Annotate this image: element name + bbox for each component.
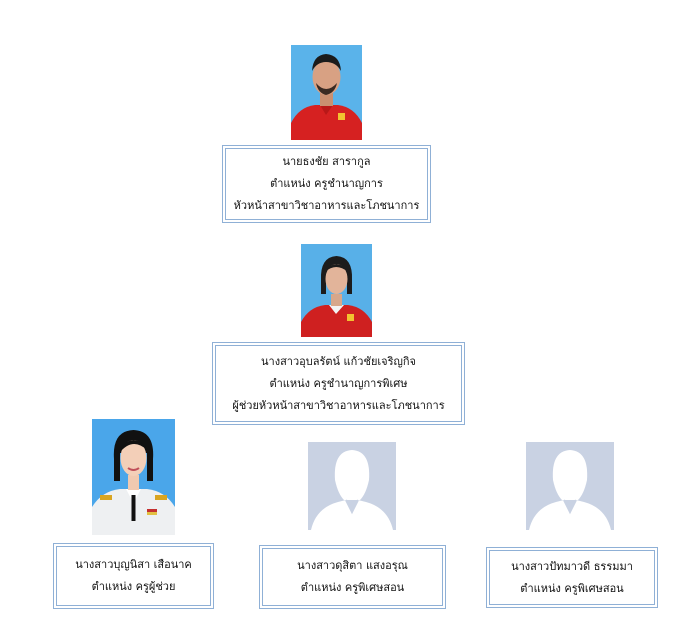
person-name: นางสาวดุสิตา แสงอรุณ — [297, 559, 408, 572]
person-position: ตำแหน่ง ครูชำนาญการพิเศษ — [269, 376, 408, 390]
portrait-photo-1 — [291, 45, 362, 140]
person-card-5: นางสาวปัทมาวดี ธรรมมา ตำแหน่ง ครูพิเศษสอ… — [486, 547, 658, 608]
person-name: นางสาวบุญนิสา เสือนาค — [75, 558, 192, 571]
placeholder-photo-4 — [308, 442, 396, 530]
person-name: นางสาวปัทมาวดี ธรรมมา — [511, 559, 633, 573]
person-position: ตำแหน่ง ครูพิเศษสอน — [520, 581, 624, 595]
person-card-1: นายธงชัย สารากูล ตำแหน่ง ครูชำนาญการ หัว… — [222, 145, 431, 223]
person-card-2: นางสาวอุบลรัตน์ แก้วชัยเจริญกิจ ตำแหน่ง … — [212, 342, 465, 425]
portrait-photo-3 — [92, 419, 175, 535]
male-red-shirt-portrait — [291, 45, 362, 140]
person-role: ผู้ช่วยหัวหน้าสาขาวิชาอาหารและโภชนาการ — [232, 398, 445, 412]
person-position: ตำแหน่ง ครูผู้ช่วย — [91, 580, 176, 593]
person-position: ตำแหน่ง ครูพิเศษสอน — [300, 581, 405, 594]
female-white-uniform-portrait — [92, 419, 175, 535]
person-card-3: นางสาวบุญนิสา เสือนาค ตำแหน่ง ครูผู้ช่วย — [53, 543, 214, 609]
female-silhouette-icon — [526, 442, 614, 530]
person-name: นางสาวอุบลรัตน์ แก้วชัยเจริญกิจ — [261, 354, 416, 368]
female-silhouette-icon — [308, 442, 396, 530]
person-card-4: นางสาวดุสิตา แสงอรุณ ตำแหน่ง ครูพิเศษสอน — [259, 545, 446, 609]
placeholder-photo-5 — [526, 442, 614, 530]
portrait-photo-2 — [301, 244, 372, 337]
person-role: หัวหน้าสาขาวิชาอาหารและโภชนาการ — [233, 199, 420, 212]
person-position: ตำแหน่ง ครูชำนาญการ — [270, 177, 383, 190]
person-name: นายธงชัย สารากูล — [282, 155, 371, 168]
female-red-shirt-portrait — [301, 244, 372, 337]
